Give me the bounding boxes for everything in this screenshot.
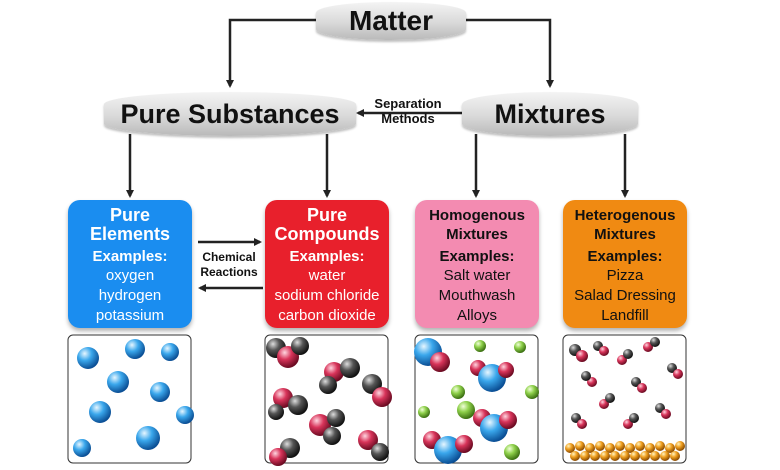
- pure-compounds-illustration: [264, 334, 392, 466]
- examples-label: Examples:: [587, 248, 663, 265]
- examples-label: Examples:: [92, 248, 168, 265]
- matter-label: Matter: [348, 5, 433, 36]
- sediment-layer: [565, 441, 685, 461]
- example-item: Salt water: [443, 267, 511, 284]
- examples-label: Examples:: [439, 248, 515, 265]
- card-title-line1: Pure: [306, 205, 348, 225]
- blue-atoms: [73, 339, 194, 457]
- example-item: water: [308, 267, 346, 284]
- example-item: Alloys: [456, 307, 497, 324]
- example-item: oxygen: [105, 267, 155, 284]
- card-title-line2: Mixtures: [594, 226, 656, 243]
- examples-label: Examples:: [289, 248, 365, 265]
- pure-elements-illustration: [67, 334, 194, 464]
- pure-substances-label: Pure Substances: [120, 98, 340, 129]
- pure-substances-node: Pure Substances: [104, 92, 356, 136]
- matter-node: Matter: [316, 2, 466, 40]
- floating-molecules: [569, 337, 683, 429]
- heterogenous-mixtures-illustration: [562, 334, 687, 464]
- card-title-line2: Compounds: [274, 224, 380, 244]
- molecule-atoms: [266, 337, 392, 466]
- card-title-line2: Elements: [89, 224, 171, 244]
- mixtures-node: Mixtures: [462, 92, 638, 136]
- arrow-matter-to-pure: [226, 18, 318, 88]
- example-item: carbon dioxide: [278, 307, 376, 324]
- example-item: Pizza: [606, 267, 644, 284]
- card-title-line1: Homogenous: [429, 207, 525, 224]
- example-item: Salad Dressing: [574, 287, 676, 304]
- mixtures-label: Mixtures: [494, 98, 606, 129]
- example-item: Mouthwash: [438, 287, 516, 304]
- example-item: potassium: [95, 307, 165, 324]
- homogenous-mixtures-illustration: [414, 334, 539, 464]
- example-item: hydrogen: [98, 287, 162, 304]
- example-item: Landfill: [601, 307, 649, 324]
- separation-methods-label: Separation Methods: [374, 96, 442, 126]
- example-item: sodium chloride: [274, 287, 380, 304]
- mixed-atoms: [414, 338, 539, 464]
- card-title-line1: Heterogenous: [574, 207, 676, 224]
- arrow-matter-to-mixtures: [464, 18, 554, 88]
- chemical-reactions-label: Chemical Reactions: [200, 250, 258, 279]
- card-title-line2: Mixtures: [446, 226, 508, 243]
- card-title-line1: Pure: [109, 205, 151, 225]
